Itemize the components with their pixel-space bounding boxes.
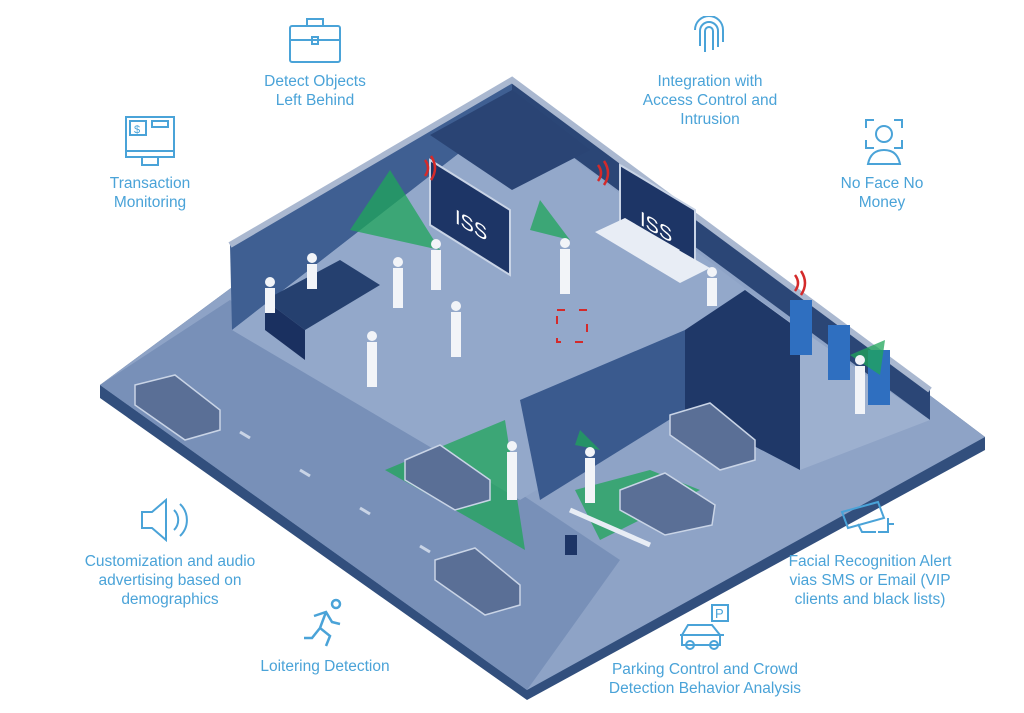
face-scan-icon (865, 119, 903, 165)
atm-icon: $ (125, 116, 175, 166)
alert-signals (423, 155, 807, 296)
speaker-icon (141, 498, 188, 542)
back-right-wall (512, 80, 930, 420)
feature-label-loiter: Loitering Detection (260, 658, 390, 675)
feature-label-objects: Detect Objects Left Behind (264, 73, 366, 109)
feature-label-audio: Customization and audio advertising base… (84, 553, 256, 608)
people (265, 238, 865, 503)
fingerprint-icon (694, 16, 724, 52)
teller-counter (265, 260, 380, 330)
feature-label-facial: Facial Recognition Alert vias SMS or Ema… (788, 553, 952, 608)
svg-text:P: P (715, 606, 724, 621)
bench (595, 218, 680, 265)
svg-text:$: $ (134, 124, 140, 136)
teller-counter-front (265, 300, 305, 360)
feature-label-noface: No Face No Money (840, 175, 924, 211)
parking-car-icon: P (680, 604, 729, 650)
feature-label-parking: Parking Control and Crowd Detection Beha… (608, 661, 802, 697)
security-camera-icon (840, 500, 894, 533)
barrier-post (565, 535, 577, 555)
feature-label-transaction: Transaction Monitoring (109, 175, 191, 211)
iss-screen-left: ISS (429, 158, 511, 277)
cars (134, 374, 756, 616)
vault-room (430, 90, 590, 190)
entrance-wall (520, 330, 685, 500)
left-object-marker (556, 309, 588, 343)
running-person-icon (304, 598, 342, 647)
bench (645, 248, 710, 283)
parking-barrier (568, 507, 652, 548)
atm-machines (790, 300, 890, 405)
feature-label-access: Integration with Access Control and Intr… (642, 73, 778, 128)
briefcase-icon (289, 18, 341, 63)
wall-top-edge (228, 76, 932, 393)
